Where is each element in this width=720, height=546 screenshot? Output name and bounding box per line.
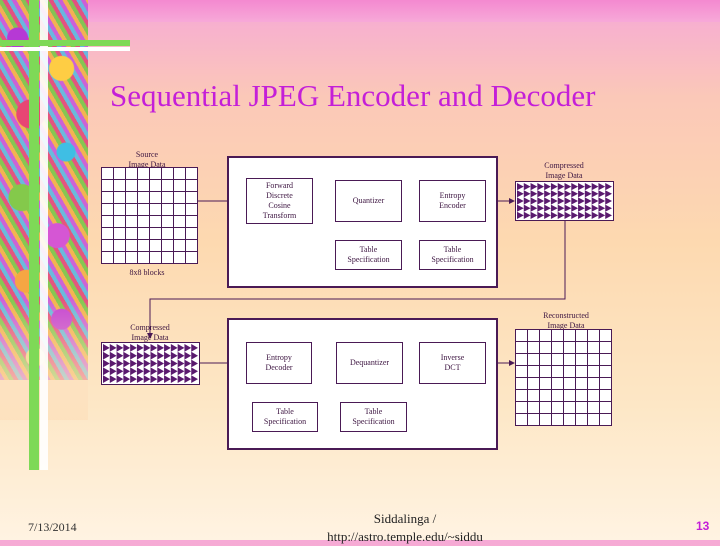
entropy-decoder-block: Entropy Decoder xyxy=(246,342,312,384)
reconstructed-image-label: Reconstructed Image Data xyxy=(543,311,589,330)
top-band xyxy=(0,0,720,22)
decorative-white-vertical-bar xyxy=(40,0,48,470)
footer-author-name: Siddalinga / xyxy=(373,511,437,526)
compressed-input-stream xyxy=(101,342,200,385)
footer-author-url: http://astro.temple.edu/~siddu xyxy=(327,529,483,544)
compressed-output-label: Compressed Image Data xyxy=(544,161,584,180)
decoder-table-spec-2: Table Specification xyxy=(340,402,407,432)
compressed-input-label: Compressed Image Data xyxy=(130,323,170,342)
footer-author: Siddalinga / http://astro.temple.edu/~si… xyxy=(300,510,510,546)
encoder-table-spec-1: Table Specification xyxy=(335,240,402,270)
footer-date: 7/13/2014 xyxy=(28,520,77,534)
reconstructed-image-grid xyxy=(515,329,612,426)
source-image-grid xyxy=(101,167,198,264)
decoder-table-spec-1: Table Specification xyxy=(252,402,318,432)
encoder-table-spec-2: Table Specification xyxy=(419,240,486,270)
page-number: 13 xyxy=(696,519,710,533)
blocks-label: 8x8 blocks xyxy=(129,268,165,277)
decorative-white-horizontal-bar xyxy=(0,47,130,51)
fdct-block: Forward Discrete Cosine Transform xyxy=(246,178,313,224)
inverse-dct-block: Inverse DCT xyxy=(419,342,486,384)
arrow-encoder-to-decoder xyxy=(147,221,566,339)
source-image-label: Source Image Data xyxy=(128,150,166,169)
decorative-green-vertical-bar xyxy=(29,0,39,470)
decorative-green-horizontal-bar xyxy=(0,40,130,46)
slide-title: Sequential JPEG Encoder and Decoder xyxy=(110,78,596,113)
dequantizer-block: Dequantizer xyxy=(336,342,403,384)
quantizer-block: Quantizer xyxy=(335,180,402,222)
entropy-encoder-block: Entropy Encoder xyxy=(419,180,486,222)
compressed-output-stream xyxy=(515,181,614,221)
